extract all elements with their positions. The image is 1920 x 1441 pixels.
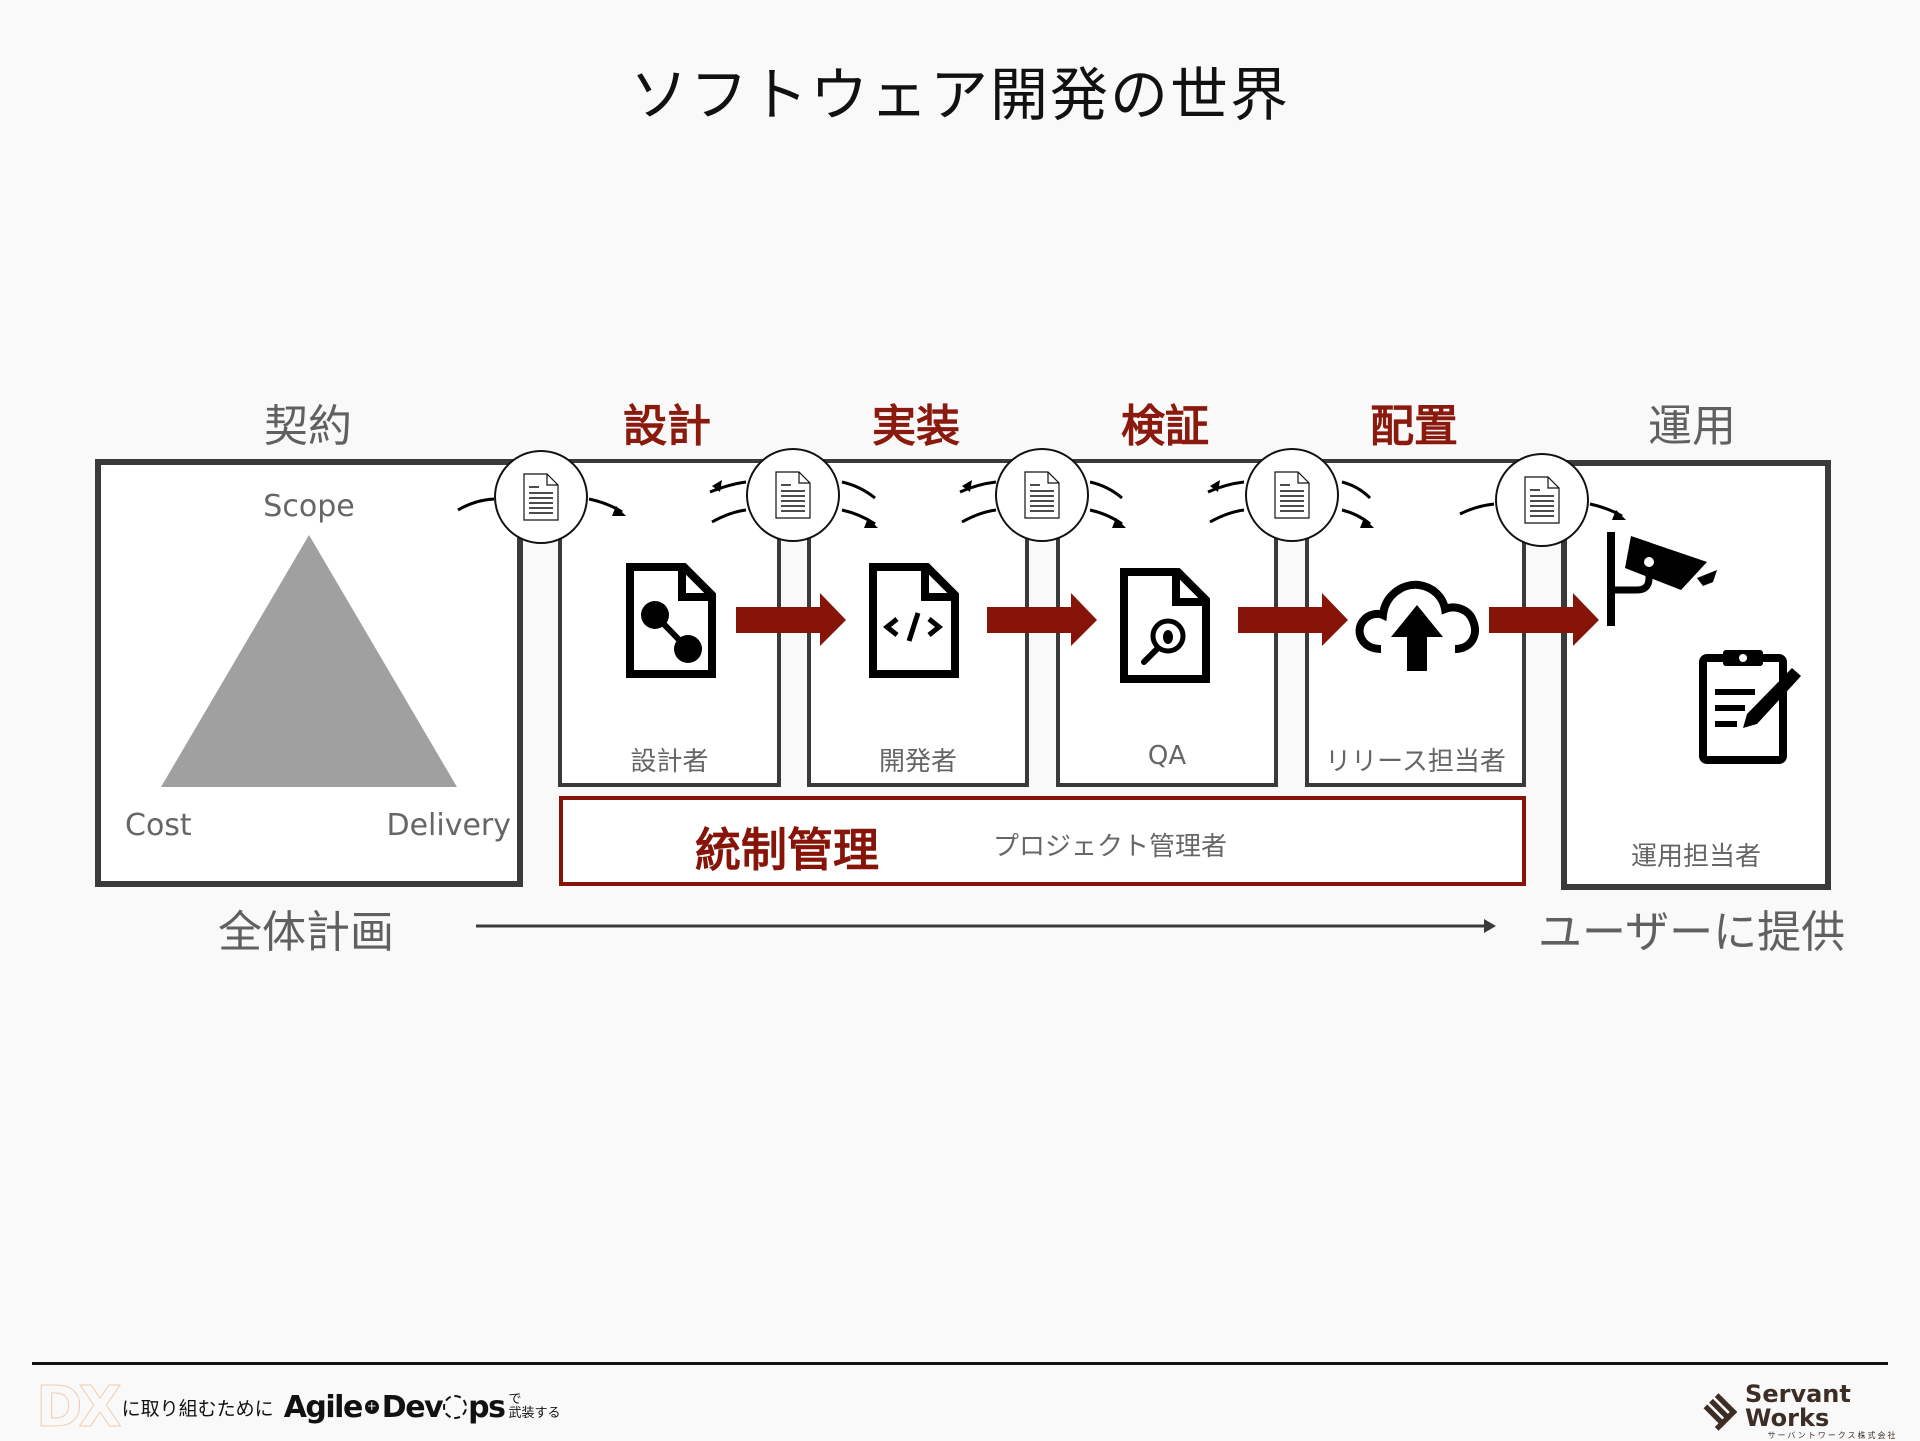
- stage-role-label: リリース担当者: [1325, 747, 1506, 777]
- phase-heading-deploy: 配置: [1370, 401, 1458, 452]
- handoff-document-deploy-operations[interactable]: [1495, 453, 1589, 547]
- triangle-label-delivery: Delivery: [386, 808, 511, 843]
- footer-tagline-pre: に取り組むために: [121, 1397, 274, 1420]
- scope-cost-delivery-triangle: [161, 535, 457, 787]
- cloud-upload-icon: [1355, 580, 1479, 671]
- handoff-document-contract-design[interactable]: [494, 450, 588, 544]
- stage-role-label: 開発者: [878, 747, 957, 777]
- operations-role-label: 運用担当者: [1630, 842, 1761, 872]
- contract-box: Scope Cost Delivery: [95, 459, 523, 887]
- phase-heading-design: 設計: [623, 401, 711, 452]
- overall-plan-label: 全体計画: [218, 907, 394, 958]
- phase-heading-contract: 契約: [264, 401, 352, 452]
- deliver-to-users-label: ユーザーに提供: [1538, 907, 1846, 958]
- phase-heading-operations: 運用: [1648, 401, 1736, 452]
- servant-works-logo-icon: [1703, 1392, 1738, 1431]
- footer-brand-agile: Agile: [283, 1389, 364, 1425]
- triangle-label-scope: Scope: [263, 489, 355, 524]
- stage-box-deploy: リリース担当者: [1305, 459, 1526, 787]
- footer-tagline-top: で: [508, 1392, 522, 1407]
- bug-search-document-icon: [1120, 568, 1210, 683]
- company-logo: Servant Works サーバントワークス株式会社: [1700, 1382, 1920, 1441]
- dx-logo: DX: [36, 1374, 123, 1440]
- stage-role-label: 設計者: [630, 747, 709, 777]
- governance-role: プロジェクト管理者: [993, 832, 1228, 862]
- footer-brand-ops: ps: [468, 1389, 506, 1425]
- phase-heading-verify: 検証: [1121, 401, 1209, 452]
- stage-role-label: QA: [1147, 741, 1187, 771]
- security-camera-icon: [1607, 532, 1717, 626]
- handoff-document-design-implement[interactable]: [746, 448, 840, 542]
- page-title: ソフトウェア開発の世界: [629, 61, 1290, 129]
- footer-tagline-bottom: 武装する: [508, 1406, 561, 1421]
- gear-o-icon: [443, 1395, 468, 1419]
- stage-box-verify: QA: [1056, 459, 1278, 787]
- timeline-arrowhead: [1484, 919, 1496, 933]
- footer-brand-dev: Dev: [381, 1389, 444, 1425]
- document-icon: [1524, 476, 1560, 524]
- design-document-icon: [626, 563, 716, 678]
- triangle-label-cost: Cost: [125, 808, 192, 843]
- footer-divider: [32, 1362, 1888, 1365]
- governance-title: 統制管理: [695, 823, 879, 877]
- company-name: Servant Works: [1745, 1380, 1851, 1432]
- phase-heading-implement: 実装: [872, 401, 960, 452]
- company-subname: サーバントワークス株式会社: [1767, 1431, 1898, 1440]
- document-icon: [1024, 471, 1060, 519]
- governance-box: 統制管理 プロジェクト管理者: [559, 796, 1526, 886]
- document-icon: [523, 473, 559, 521]
- handoff-document-implement-verify[interactable]: [995, 448, 1089, 542]
- document-icon: [1274, 471, 1310, 519]
- document-icon: [775, 471, 811, 519]
- stage-box-implement: 開発者: [807, 459, 1029, 787]
- code-document-icon: [869, 563, 959, 678]
- operations-box: 運用担当者: [1561, 460, 1831, 890]
- plus-icon: +: [364, 1399, 379, 1414]
- clipboard-edit-icon: [1699, 650, 1801, 764]
- handoff-document-verify-deploy[interactable]: [1245, 448, 1339, 542]
- footer-brand: DX に取り組むために Agile + Dev ps で 武装する: [36, 1374, 561, 1440]
